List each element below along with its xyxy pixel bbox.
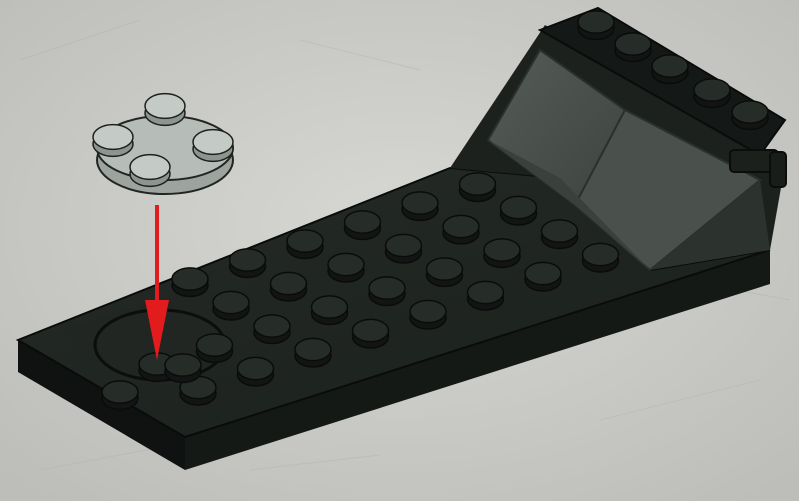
stud — [652, 55, 688, 84]
stud — [694, 79, 730, 108]
stud — [213, 291, 249, 320]
stud — [583, 243, 619, 272]
stud — [460, 173, 496, 202]
stud — [287, 230, 323, 259]
stud — [427, 258, 463, 287]
stud — [353, 319, 389, 348]
stud — [468, 281, 504, 310]
stud — [369, 277, 405, 306]
stud — [130, 155, 170, 187]
stud — [165, 354, 201, 383]
stud — [230, 249, 266, 278]
stud — [578, 11, 614, 40]
stud — [295, 338, 331, 367]
stud — [410, 300, 446, 329]
stud — [254, 315, 290, 344]
stud — [345, 211, 381, 240]
stud — [402, 192, 438, 221]
stud — [525, 262, 561, 291]
stud — [271, 272, 307, 301]
stud — [328, 253, 364, 282]
stud — [386, 234, 422, 263]
stud — [102, 381, 138, 410]
stud — [501, 196, 537, 225]
stud — [312, 296, 348, 325]
stud — [145, 94, 185, 126]
stud — [542, 220, 578, 249]
stud — [93, 125, 133, 157]
stud — [615, 33, 651, 62]
stud — [172, 268, 208, 297]
stud — [238, 357, 274, 386]
stud — [193, 130, 233, 162]
stud — [443, 215, 479, 244]
stud — [484, 239, 520, 268]
stud — [197, 334, 233, 363]
stud — [732, 101, 768, 130]
